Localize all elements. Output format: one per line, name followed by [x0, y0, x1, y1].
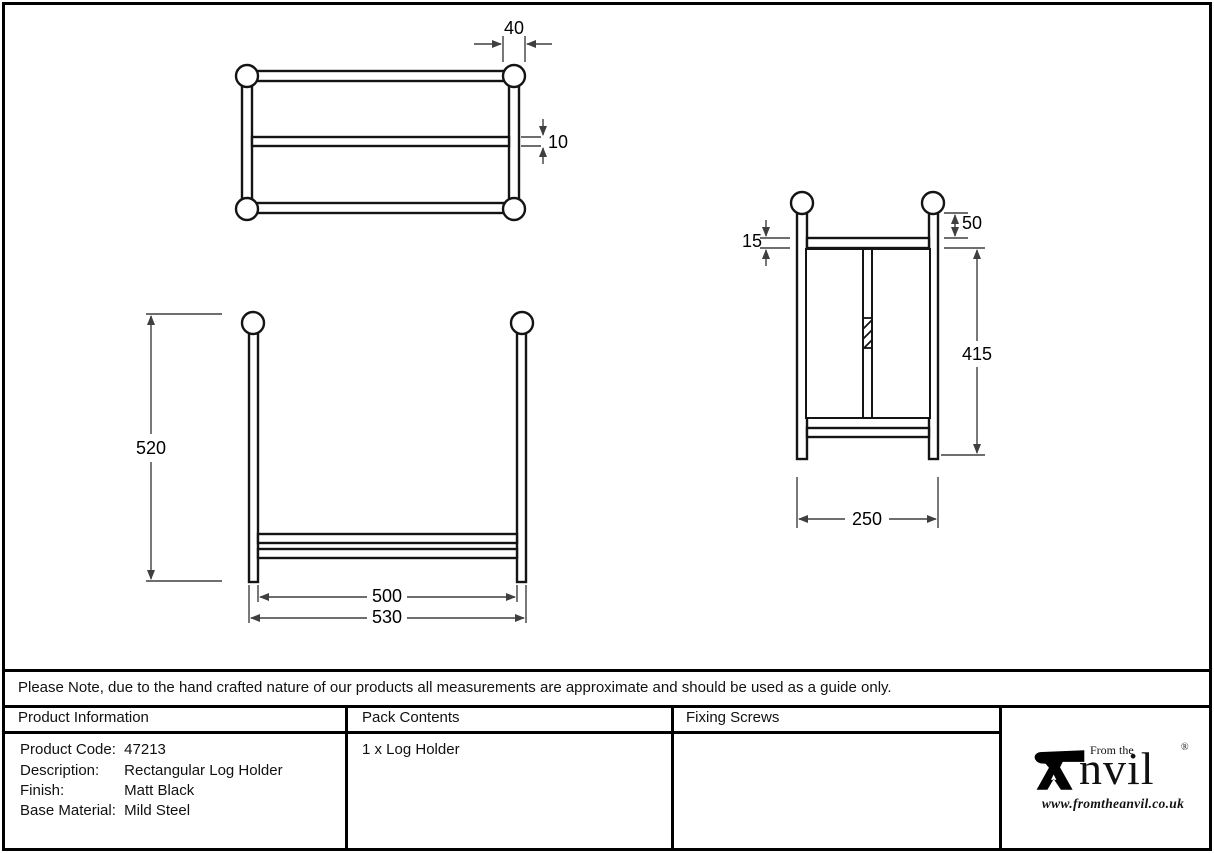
knob	[240, 310, 266, 336]
right-stile	[507, 74, 521, 211]
dim-label-top-rail: 15	[742, 231, 762, 251]
front-view	[240, 310, 535, 584]
bottom-rail	[805, 426, 931, 439]
dim-label-side-frame-height: 415	[962, 344, 992, 364]
dim-mid-rail-thickness	[521, 119, 547, 164]
dim-inner-width	[257, 585, 518, 602]
left-post	[247, 321, 260, 584]
dim-label-overall-height: 520	[136, 438, 166, 458]
dim-knob-to-rail	[944, 212, 968, 239]
dim-label-inner-width: 500	[372, 586, 402, 606]
left-stile	[240, 74, 254, 211]
knob	[501, 196, 527, 222]
product-code-label: Product Code:	[20, 741, 116, 758]
knob	[509, 310, 535, 336]
header-pack-contents: Pack Contents	[362, 709, 460, 726]
dim-knob-diameter	[474, 36, 552, 62]
knob	[234, 63, 260, 89]
dim-side-frame-height	[941, 247, 985, 456]
technical-drawing: 40 10 520 500 530 15 50 415 250	[136, 18, 992, 627]
column-divider	[999, 705, 1002, 850]
dim-depth	[796, 477, 939, 528]
knob	[234, 196, 260, 222]
middle-rail	[250, 135, 511, 148]
brand-website: www.fromtheanvil.co.uk	[1041, 796, 1185, 811]
base-material-value: Mild Steel	[124, 802, 191, 819]
dim-label-knob-diameter: 40	[504, 18, 524, 38]
upper-base-rail	[256, 532, 519, 545]
pack-contents-value: 1 x Log Holder	[362, 741, 460, 758]
dim-label-knob-to-rail: 50	[962, 213, 982, 233]
header-bottom-border	[2, 731, 1002, 734]
finish-row: Finish: Matt Black	[20, 782, 194, 799]
finish-label: Finish:	[20, 782, 65, 799]
hatch-section	[862, 317, 873, 350]
top-rail	[245, 69, 516, 83]
brand-name-suffix: nvil	[1079, 743, 1155, 794]
product-code-value: 47213	[124, 741, 166, 758]
header-product-information: Product Information	[18, 709, 149, 726]
top-view	[234, 63, 527, 222]
dim-top-rail-thickness	[760, 220, 790, 266]
dim-label-overall-width: 530	[372, 607, 402, 627]
base-material-label: Base Material:	[20, 802, 116, 819]
column-divider	[345, 705, 348, 850]
right-post	[515, 321, 528, 584]
knob	[501, 63, 527, 89]
dim-label-depth: 250	[852, 509, 882, 529]
dim-overall-width	[248, 585, 527, 623]
table-top-border	[2, 705, 1212, 708]
description-value: Rectangular Log Holder	[124, 762, 283, 779]
knob	[920, 190, 946, 216]
dim-label-mid-rail: 10	[548, 132, 568, 152]
anvil-icon	[1033, 747, 1087, 798]
registered-trademark: ®	[1181, 742, 1189, 753]
top-rail	[805, 236, 931, 250]
dim-overall-height	[146, 313, 222, 582]
lower-base-rail	[256, 547, 519, 560]
description-label: Description:	[20, 762, 100, 779]
base-material-row: Base Material: Mild Steel	[20, 802, 190, 819]
product-code-row: Product Code: 47213	[20, 741, 166, 758]
note-row-top-border	[2, 669, 1212, 672]
knob	[789, 190, 815, 216]
description-row: Description: Rectangular Log Holder	[20, 762, 283, 779]
brand-tagline: From the	[1090, 743, 1134, 757]
header-fixing-screws: Fixing Screws	[686, 709, 780, 726]
measurement-note: Please Note, due to the hand crafted nat…	[18, 679, 892, 696]
column-divider	[671, 705, 674, 850]
from-the-anvil-logo: nvil From the ® www.fromtheanvil.co.uk	[1033, 742, 1193, 814]
finish-value: Matt Black	[124, 782, 195, 799]
bottom-rail	[245, 201, 516, 215]
